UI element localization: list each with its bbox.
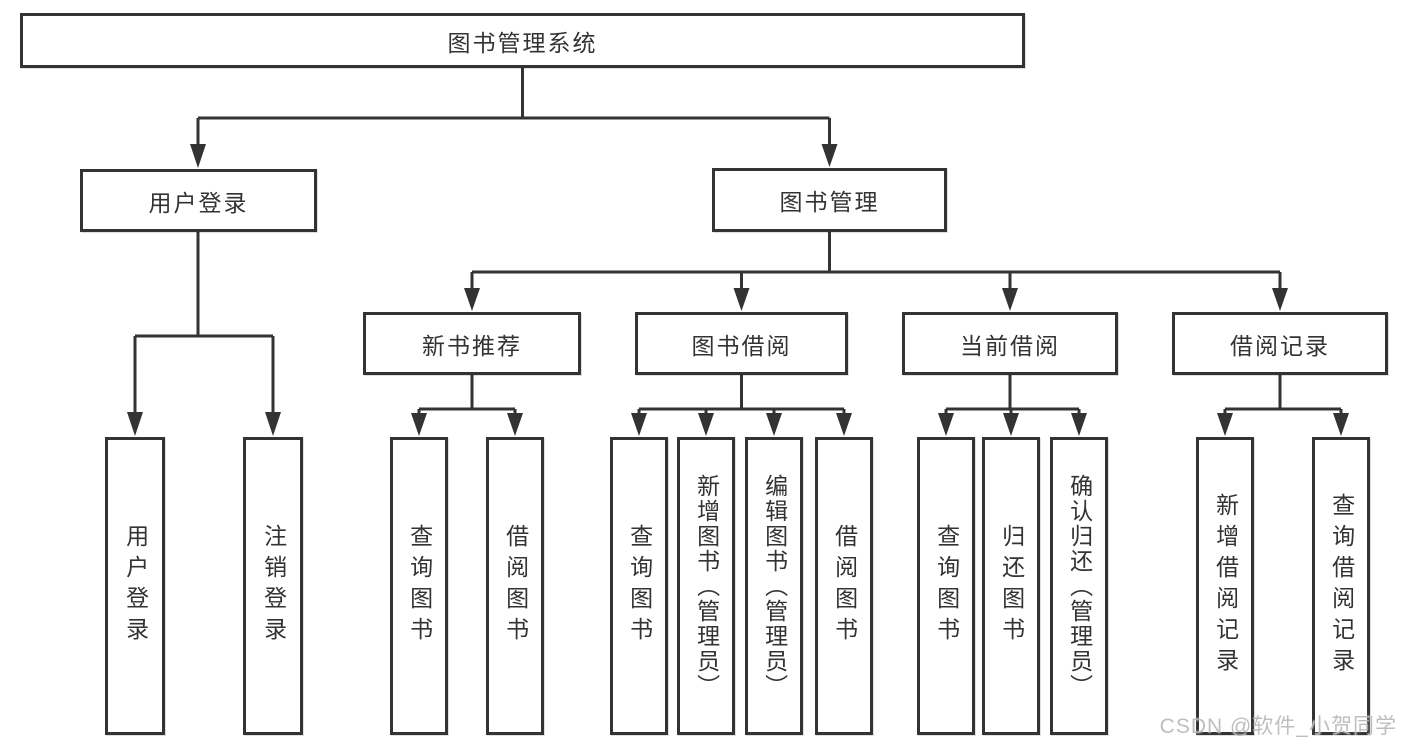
- node-new-book-recommend: 新书推荐: [363, 312, 581, 375]
- node-borrowing-records-label: 借阅记录: [1230, 332, 1330, 359]
- arrowhead-down: [766, 413, 782, 436]
- arrowhead-down: [821, 144, 838, 167]
- leaf-query-books-1-label: 查询图书: [406, 524, 433, 648]
- node-book-borrowing-label: 图书借阅: [691, 332, 792, 359]
- leaf-confirm-return-admin-label: 确认归还（管理员）: [1066, 473, 1093, 699]
- leaf-return-books: 归还图书: [982, 437, 1040, 735]
- arrowhead-down: [1071, 413, 1087, 436]
- arrowhead-down: [1217, 413, 1233, 436]
- leaf-add-borrow-record-label: 新增借阅记录: [1212, 493, 1239, 679]
- arrowhead-down: [733, 288, 750, 311]
- arrowhead-down: [698, 413, 714, 436]
- leaf-user-login: 用户登录: [105, 437, 165, 735]
- leaf-query-books-2-label: 查询图书: [626, 524, 653, 648]
- arrowhead-down: [836, 413, 852, 436]
- leaf-add-book-admin: 新增图书（管理员）: [677, 437, 735, 735]
- connector-borrowing-records-children: [1217, 375, 1349, 436]
- connector-book-management-children: [464, 232, 1288, 311]
- leaf-logout-label: 注销登录: [260, 524, 287, 648]
- arrowhead-down: [1003, 413, 1019, 436]
- arrowhead-down: [127, 412, 143, 436]
- leaf-add-book-admin-label: 新增图书（管理员）: [693, 473, 720, 699]
- leaf-return-books-label: 归还图书: [998, 524, 1025, 648]
- leaf-edit-book-admin: 编辑图书（管理员）: [745, 437, 803, 735]
- leaf-add-borrow-record: 新增借阅记录: [1196, 437, 1254, 735]
- leaf-borrow-books-2-label: 借阅图书: [831, 524, 858, 648]
- arrowhead-down: [265, 412, 281, 436]
- leaf-edit-book-admin-label: 编辑图书（管理员）: [761, 473, 788, 699]
- leaf-logout: 注销登录: [243, 437, 303, 735]
- connector-current-borrowing-children: [938, 375, 1087, 436]
- arrowhead-down: [507, 413, 523, 436]
- connector-new-book-recommend-children: [411, 375, 523, 436]
- leaf-query-borrow-record: 查询借阅记录: [1312, 437, 1370, 735]
- leaf-borrow-books-1: 借阅图书: [486, 437, 544, 735]
- leaf-borrow-books-1-label: 借阅图书: [502, 524, 529, 648]
- arrowhead-down: [464, 288, 480, 311]
- connector-user-login-children: [127, 232, 281, 436]
- leaf-user-login-label: 用户登录: [122, 524, 149, 648]
- leaf-confirm-return-admin: 确认归还（管理员）: [1050, 437, 1108, 735]
- connector-book-borrowing-children: [631, 375, 852, 436]
- node-current-borrowing: 当前借阅: [902, 312, 1118, 375]
- arrowhead-down: [190, 144, 206, 168]
- node-new-book-recommend-label: 新书推荐: [422, 332, 522, 359]
- arrowhead-down: [631, 413, 647, 436]
- leaf-query-books-3: 查询图书: [917, 437, 975, 735]
- node-current-borrowing-label: 当前借阅: [960, 332, 1060, 359]
- arrowhead-down: [1333, 413, 1349, 436]
- arrowhead-down: [411, 413, 427, 436]
- watermark-text: CSDN @软件_小贺同学: [1159, 715, 1397, 738]
- arrowhead-down: [1002, 288, 1018, 311]
- node-book-borrowing: 图书借阅: [635, 312, 848, 375]
- leaf-query-books-1: 查询图书: [390, 437, 448, 735]
- arrowhead-down: [938, 413, 954, 436]
- node-user-login-label: 用户登录: [148, 189, 249, 216]
- node-root-label: 图书管理系统: [447, 29, 598, 56]
- node-book-management-label: 图书管理: [779, 189, 880, 215]
- node-root: 图书管理系统: [20, 13, 1025, 68]
- node-borrowing-records: 借阅记录: [1172, 312, 1388, 375]
- arrowhead-down: [1272, 288, 1288, 311]
- leaf-borrow-books-2: 借阅图书: [815, 437, 873, 735]
- node-book-management: 图书管理: [712, 168, 947, 232]
- connector-root-to-branches: [190, 68, 838, 168]
- leaf-query-books-3-label: 查询图书: [933, 524, 960, 648]
- node-user-login: 用户登录: [80, 169, 317, 232]
- leaf-query-books-2: 查询图书: [610, 437, 668, 735]
- leaf-query-borrow-record-label: 查询借阅记录: [1328, 493, 1355, 679]
